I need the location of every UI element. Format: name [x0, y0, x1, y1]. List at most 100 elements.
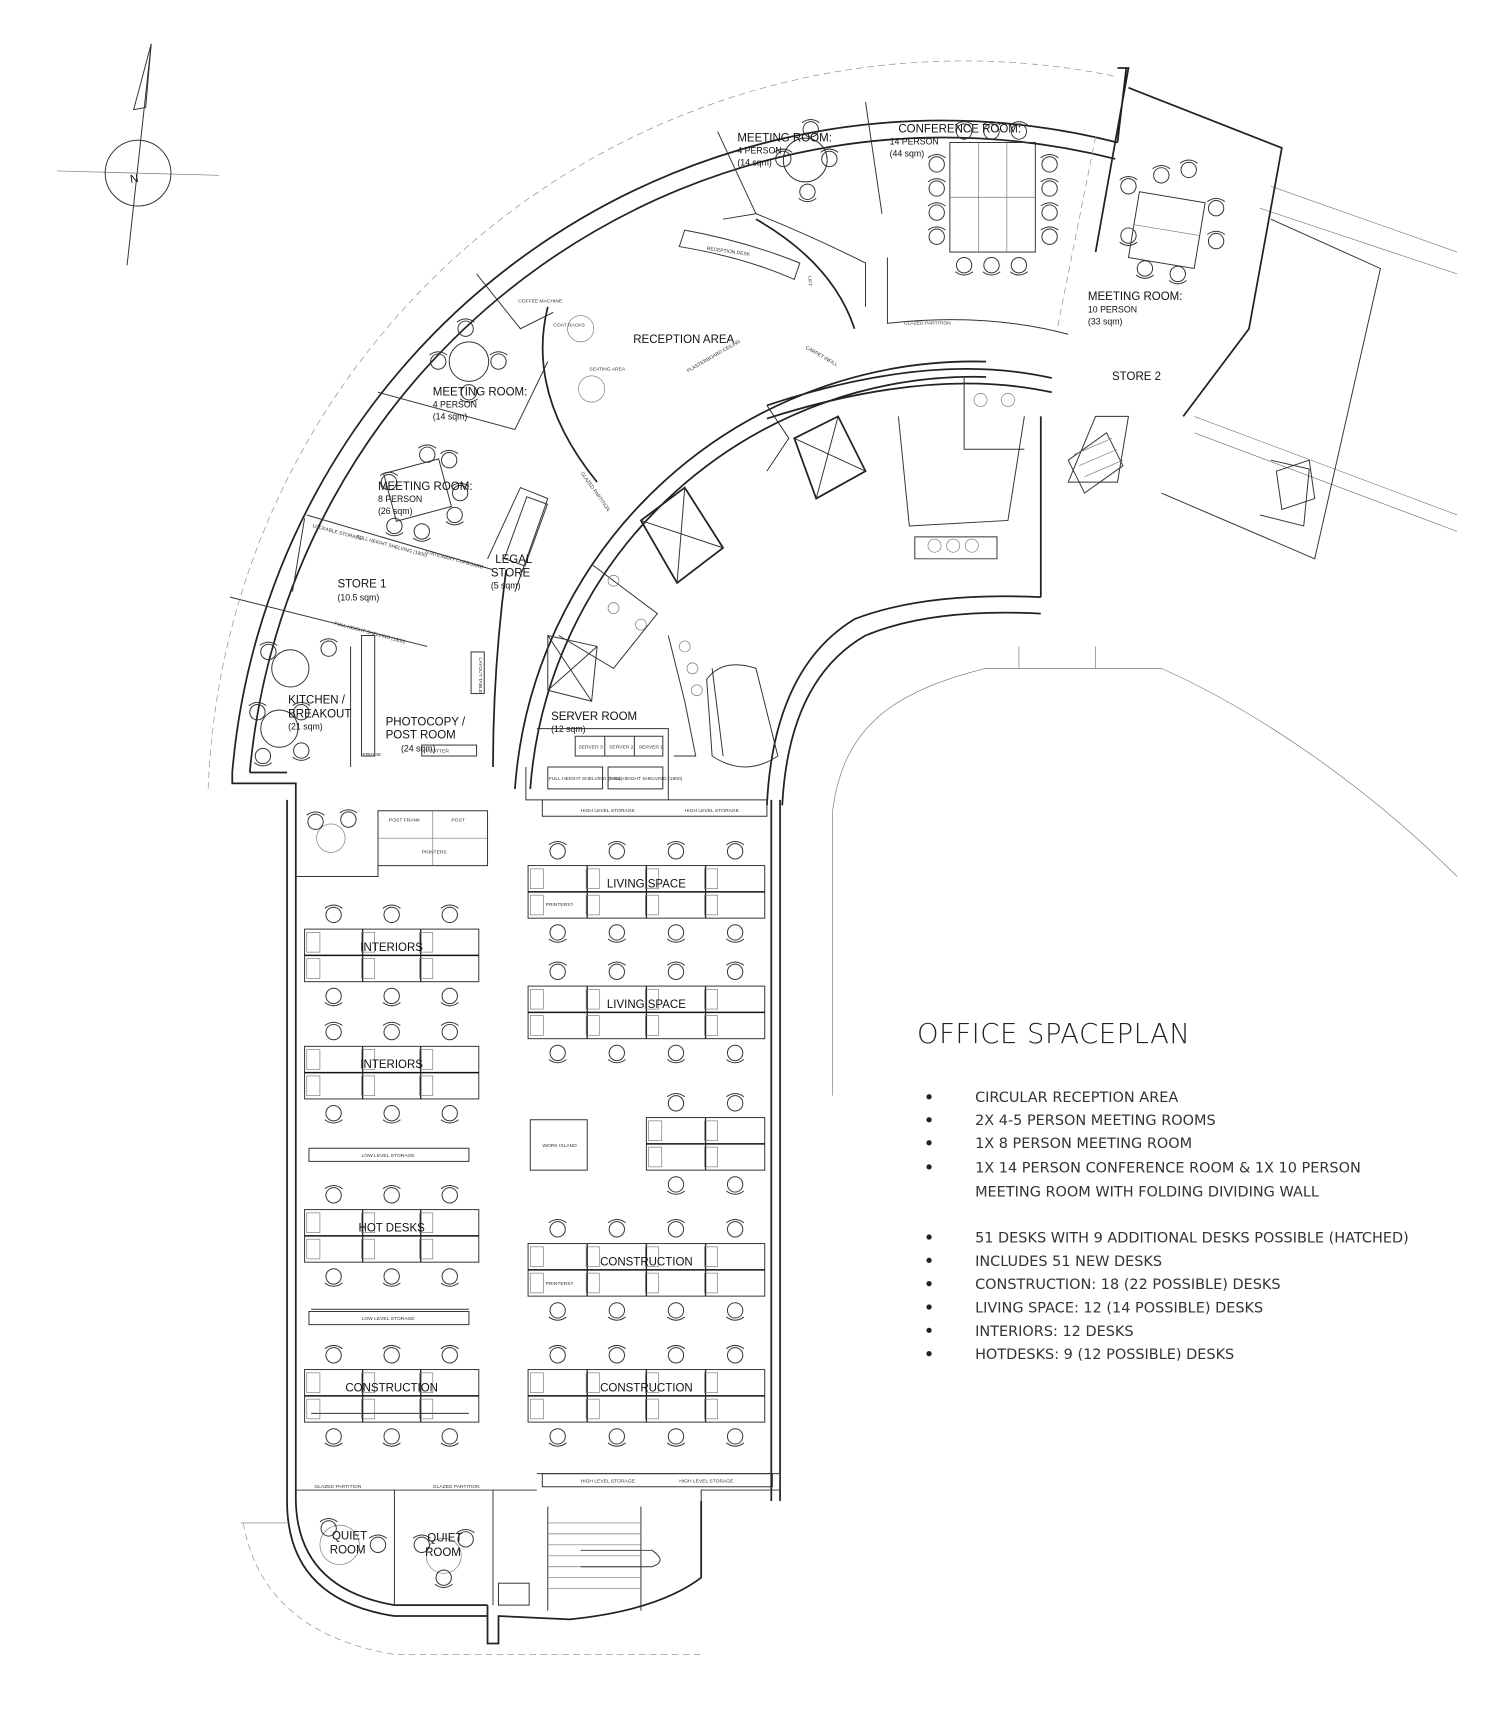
svg-text:GLAZED PARTITION: GLAZED PARTITION — [433, 1484, 480, 1490]
bullet-icon — [926, 1117, 932, 1123]
chair-icon — [382, 904, 401, 924]
svg-text:STORE 1: STORE 1 — [337, 578, 386, 590]
chair-icon — [982, 257, 1001, 276]
bullet-icon — [926, 1281, 932, 1287]
chair-icon — [1040, 202, 1059, 221]
chair-icon — [1135, 260, 1154, 279]
site-boundary — [207, 60, 1458, 1655]
svg-text:GLAZED PARTITION: GLAZED PARTITION — [314, 1484, 361, 1490]
legend-item-text: INTERIORS: 12 DESKS — [975, 1324, 1133, 1340]
chair-icon — [385, 517, 404, 537]
legend-item-text: 51 DESKS WITH 9 ADDITIONAL DESKS POSSIBL… — [975, 1230, 1409, 1246]
desk-cluster: LIVING SPACE — [527, 961, 766, 1064]
svg-text:CARPET INFILL: CARPET INFILL — [804, 345, 838, 368]
chair-icon — [666, 1044, 686, 1064]
desk-cluster: LIVING SPACE — [527, 840, 766, 943]
chair-icon — [412, 523, 431, 542]
svg-text:(26 sqm): (26 sqm) — [378, 506, 413, 516]
chair-icon — [324, 987, 343, 1007]
chair-icon — [1207, 230, 1226, 250]
chair-icon — [820, 148, 839, 168]
bullet-icon — [926, 1304, 932, 1310]
svg-text:SERVER 1: SERVER 1 — [639, 744, 664, 750]
chair-icon — [548, 1218, 567, 1238]
chair-icon — [666, 1428, 686, 1447]
svg-text:HIGH LEVEL STORAGE: HIGH LEVEL STORAGE — [679, 1478, 734, 1484]
legend-item: 1X 14 PERSON CONFERENCE ROOM & 1X 10 PER… — [926, 1160, 1361, 1176]
chair-icon — [1009, 121, 1028, 140]
chair-icon — [548, 961, 567, 981]
chair-icon — [445, 506, 464, 526]
legend-item: HOTDESKS: 9 (12 POSSIBLE) DESKS — [926, 1347, 1234, 1363]
svg-text:PRINTERS: PRINTERS — [422, 850, 448, 856]
chair-icon — [440, 449, 459, 469]
svg-text:MEETING ROOM:: MEETING ROOM: — [433, 387, 528, 399]
chair-icon — [955, 121, 974, 140]
chair-icon — [440, 1344, 459, 1364]
svg-text:LOW LEVEL STORAGE: LOW LEVEL STORAGE — [362, 1316, 416, 1322]
chair-icon — [666, 1302, 686, 1321]
chair-icon — [927, 154, 946, 173]
chair-icon — [1207, 197, 1226, 217]
svg-text:LOW LEVEL STORAGE: LOW LEVEL STORAGE — [362, 1153, 416, 1159]
svg-text:PRINTERS?: PRINTERS? — [546, 1281, 574, 1287]
svg-text:ROOM: ROOM — [425, 1547, 461, 1559]
svg-text:HIGH LEVEL STORAGE: HIGH LEVEL STORAGE — [581, 808, 636, 814]
room-chairs — [248, 118, 1226, 1589]
chair-icon — [1040, 226, 1059, 245]
north-arrow-icon: N — [56, 43, 220, 266]
svg-text:10 PERSON: 10 PERSON — [1088, 304, 1137, 314]
chair-icon — [339, 809, 358, 828]
chair-icon — [548, 1344, 567, 1364]
legend-item: 2X 4-5 PERSON MEETING ROOMS — [926, 1113, 1216, 1129]
chair-icon — [607, 1302, 626, 1321]
chair-icon — [726, 961, 745, 981]
chair-icon — [382, 1428, 401, 1447]
svg-text:HIGH LEVEL STORAGE: HIGH LEVEL STORAGE — [685, 808, 740, 814]
svg-text:SERVER ROOM: SERVER ROOM — [551, 711, 637, 723]
workstation-zone-label: LIVING SPACE — [607, 878, 686, 890]
room-labels: MEETING ROOM: 4 PERSON (14 sqm) CONFEREN… — [288, 124, 1182, 1559]
chair-icon — [726, 840, 745, 860]
svg-text:QUIET: QUIET — [332, 1530, 367, 1542]
chair-icon — [548, 1044, 567, 1064]
legend-item-text: LIVING SPACE: 12 (14 POSSIBLE) DESKS — [975, 1300, 1263, 1316]
svg-text:WORK ISLAND: WORK ISLAND — [542, 1143, 577, 1149]
svg-text:FULL HEIGHT SHELVING (1800): FULL HEIGHT SHELVING (1800) — [549, 776, 623, 782]
svg-text:(24 sqm): (24 sqm) — [401, 744, 436, 754]
chair-icon — [319, 1518, 338, 1537]
svg-text:8 PERSON: 8 PERSON — [378, 494, 422, 504]
chair-icon — [666, 1092, 686, 1112]
legend-title: OFFICE SPACEPLAN — [917, 1019, 1190, 1050]
chair-icon — [1040, 154, 1059, 173]
chair-icon — [607, 1218, 626, 1238]
spaceplan-legend: OFFICE SPACEPLAN CIRCULAR RECEPTION AREA… — [917, 1019, 1409, 1363]
svg-text:(12 sqm): (12 sqm) — [551, 724, 586, 734]
svg-text:(14 sqm): (14 sqm) — [433, 412, 468, 422]
workstation-zone-label: CONSTRUCTION — [600, 1256, 693, 1268]
chair-icon — [607, 1044, 626, 1064]
svg-text:14 PERSON: 14 PERSON — [890, 137, 939, 147]
desk-cluster: HOT DESKS — [304, 1184, 480, 1287]
chair-icon — [607, 961, 626, 981]
chair-icon — [548, 1428, 567, 1447]
bullet-icon — [926, 1327, 932, 1333]
chair-icon — [666, 840, 686, 860]
legend-item: INTERIORS: 12 DESKS — [926, 1324, 1134, 1340]
interior-partitions — [229, 101, 1310, 768]
chair-icon — [319, 638, 338, 657]
chair-icon — [1040, 178, 1059, 197]
chair-icon — [798, 183, 817, 203]
svg-text:COAT RACKS: COAT RACKS — [553, 323, 585, 329]
svg-text:MEETING ROOM:: MEETING ROOM: — [737, 132, 832, 144]
legend-item-text: HOTDESKS: 9 (12 POSSIBLE) DESKS — [975, 1347, 1234, 1363]
chair-icon — [382, 1268, 401, 1287]
chair-icon — [726, 1428, 745, 1447]
quiet-room-1-label: QUIET ROOM — [330, 1530, 367, 1556]
legend-item: 51 DESKS WITH 9 ADDITIONAL DESKS POSSIBL… — [926, 1230, 1409, 1246]
svg-text:GLAZED PARTITION: GLAZED PARTITION — [579, 471, 611, 513]
chair-icon — [548, 840, 567, 860]
chair-icon — [548, 1302, 567, 1321]
chair-icon — [607, 840, 626, 860]
svg-text:CONFERENCE ROOM:: CONFERENCE ROOM: — [898, 124, 1021, 136]
